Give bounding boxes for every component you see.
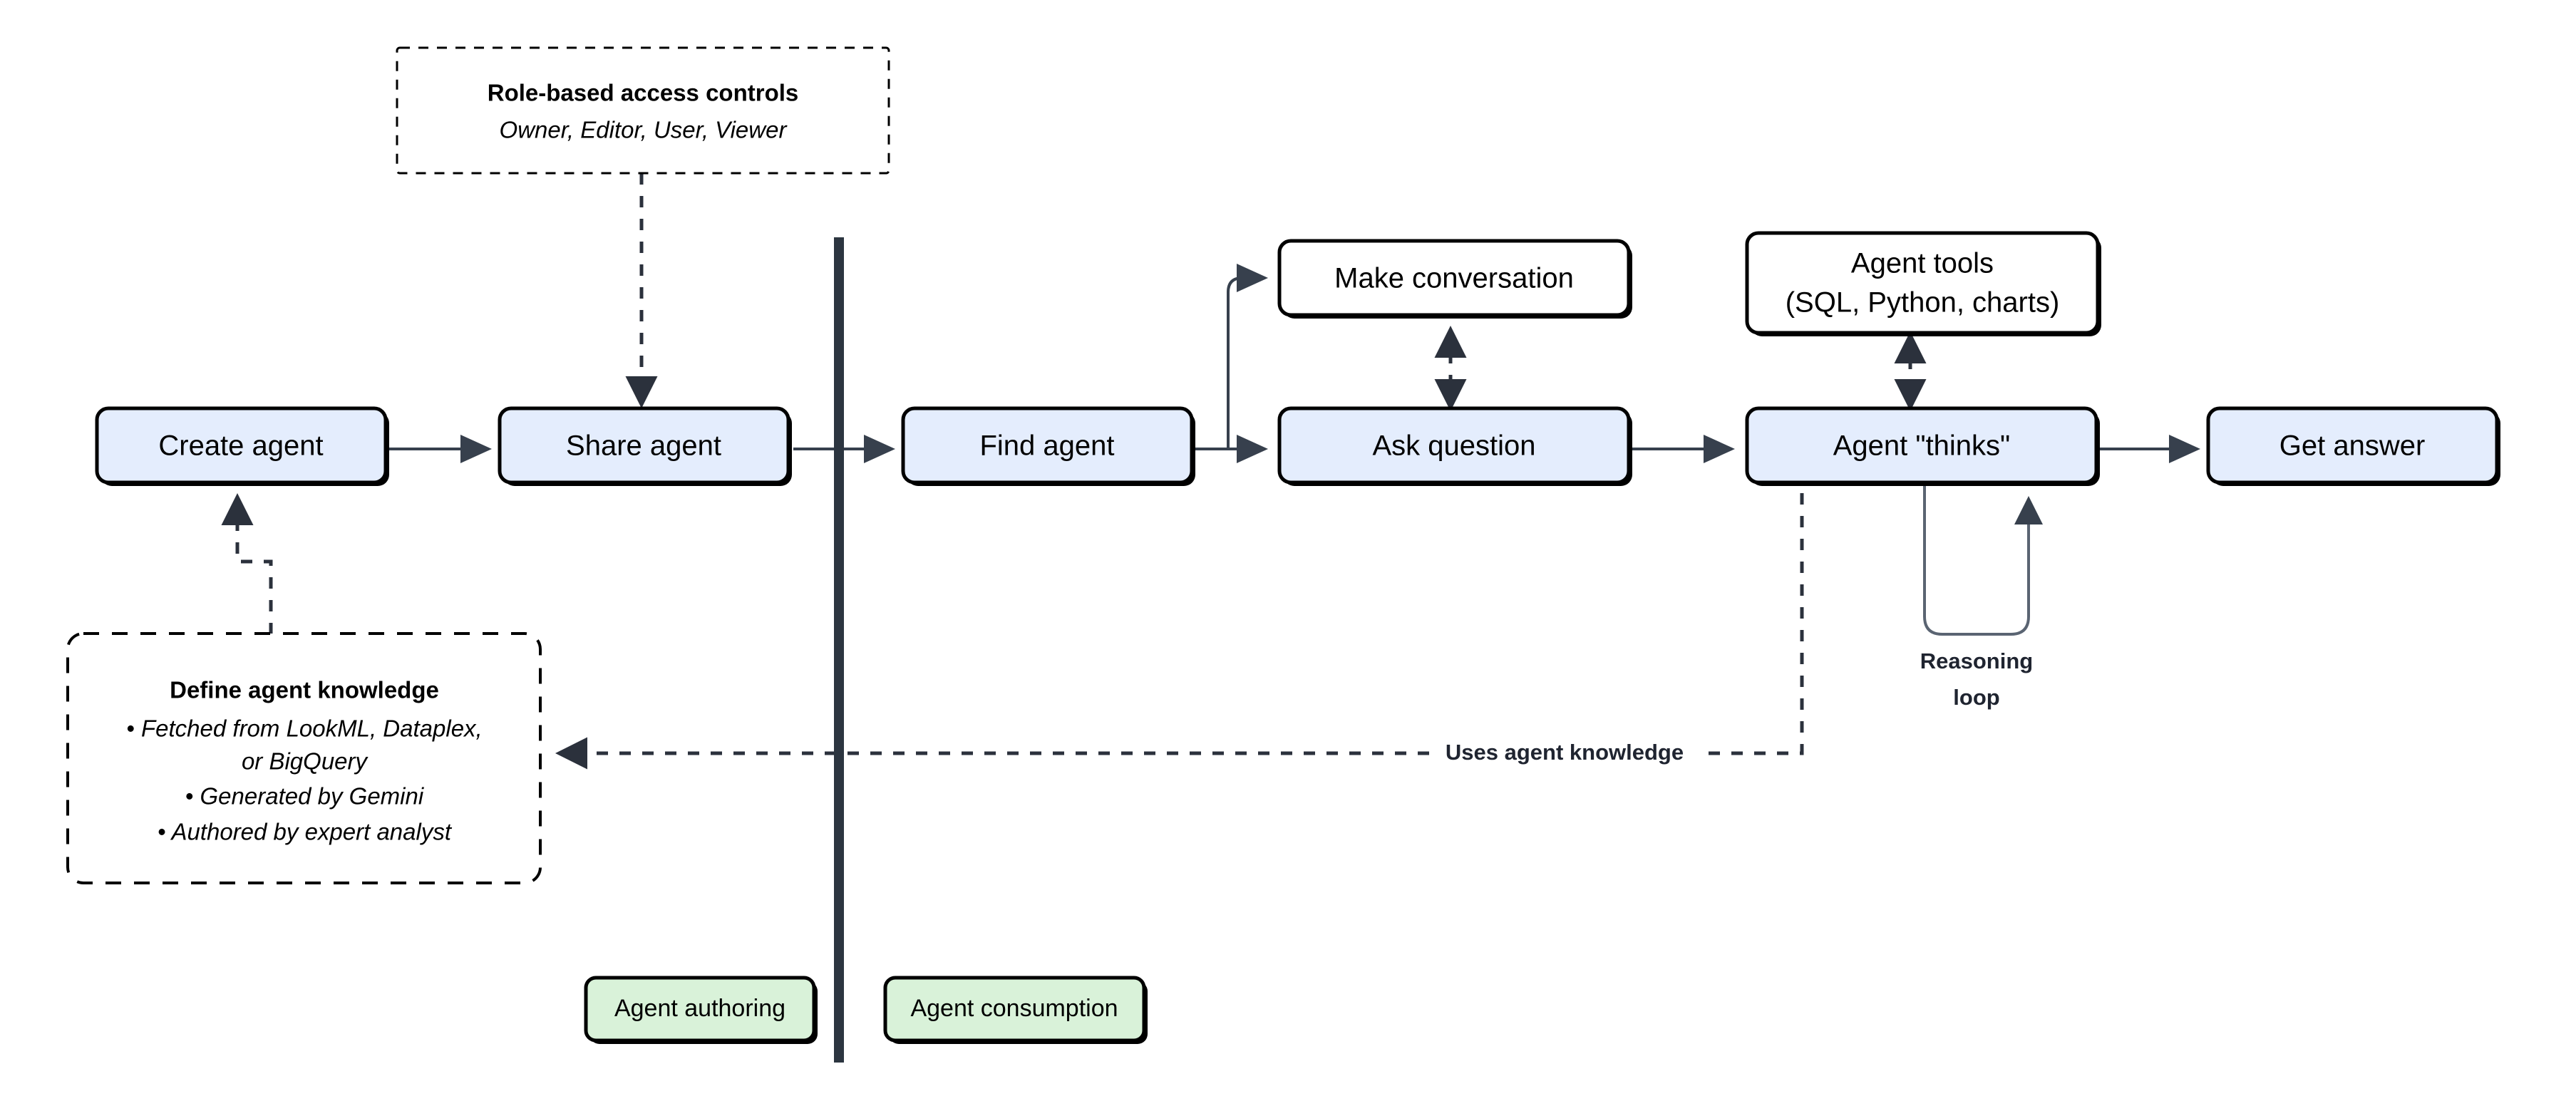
legend-agent-consumption-label: Agent consumption: [910, 995, 1118, 1022]
node-ask-question-label: Ask question: [1372, 430, 1535, 462]
annotation-rbac-title: Role-based access controls: [488, 80, 799, 106]
node-share-agent-label: Share agent: [566, 430, 721, 462]
edge-label-reasoning-loop: Reasoning loop: [1920, 648, 2033, 710]
section-divider: [834, 237, 844, 1063]
node-create-agent-label: Create agent: [158, 430, 323, 462]
edge-label-uses-agent-knowledge-text: Uses agent knowledge: [1446, 740, 1684, 765]
node-share-agent[interactable]: Share agent: [498, 406, 792, 486]
node-make-conversation[interactable]: Make conversation: [1277, 239, 1632, 319]
node-get-answer-label: Get answer: [2279, 430, 2426, 462]
annotation-knowledge-title: Define agent knowledge: [170, 677, 439, 703]
legend-agent-authoring[interactable]: Agent authoring: [584, 976, 818, 1044]
connector-find-branch: [1192, 264, 1268, 463]
annotation-knowledge-bullet-2: • Generated by Gemini: [185, 783, 425, 810]
annotation-rbac-roles: Owner, Editor, User, Viewer: [500, 117, 788, 143]
node-find-agent-label: Find agent: [979, 430, 1114, 462]
annotation-rbac: Role-based access controls Owner, Editor…: [396, 46, 890, 175]
node-agent-tools-label-line2: (SQL, Python, charts): [1786, 287, 2060, 319]
node-agent-thinks[interactable]: Agent "thinks": [1745, 406, 2100, 486]
node-find-agent[interactable]: Find agent: [901, 406, 1195, 486]
connector-knowledge-to-create: [221, 493, 273, 634]
annotation-knowledge-bullet-1-line2: or BigQuery: [242, 748, 369, 775]
legend-agent-consumption[interactable]: Agent consumption: [883, 976, 1148, 1044]
node-create-agent[interactable]: Create agent: [95, 406, 389, 486]
legend-agent-authoring-label: Agent authoring: [614, 995, 785, 1022]
edge-label-uses-agent-knowledge: Uses agent knowledge: [1429, 734, 1700, 772]
edge-label-reasoning-loop-line1: Reasoning: [1920, 648, 2033, 673]
node-make-conversation-label: Make conversation: [1334, 263, 1574, 294]
edge-label-reasoning-loop-line2: loop: [1953, 685, 1999, 710]
annotation-knowledge-bullet-1-line1: • Fetched from LookML, Dataplex,: [126, 715, 482, 742]
connector-uses-agent-knowledge: [555, 493, 1804, 770]
node-ask-question[interactable]: Ask question: [1277, 406, 1632, 486]
annotation-define-agent-knowledge: Define agent knowledge • Fetched from Lo…: [66, 632, 542, 884]
connector-reasoning-loop: [1923, 486, 2043, 636]
node-agent-tools[interactable]: Agent tools (SQL, Python, charts): [1745, 231, 2101, 336]
node-get-answer[interactable]: Get answer: [2206, 406, 2500, 486]
node-agent-thinks-label: Agent "thinks": [1833, 430, 2011, 462]
annotation-knowledge-bullet-3: • Authored by expert analyst: [158, 819, 453, 845]
node-agent-tools-label-line1: Agent tools: [1851, 248, 1994, 279]
